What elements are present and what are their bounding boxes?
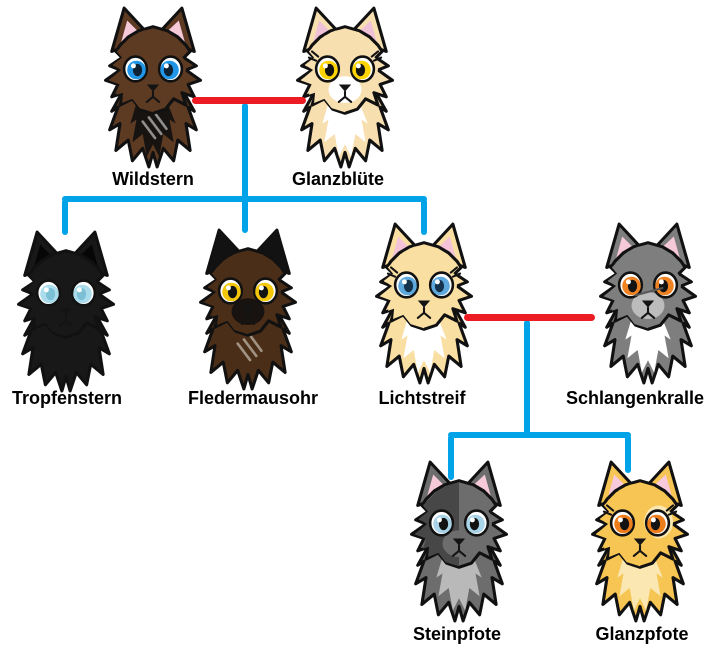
mouth [416, 306, 432, 319]
mate-line-lichtstreif-schlangenkralle [464, 314, 595, 321]
cat-name-glanzpfote: Glanzpfote [595, 624, 689, 644]
chest-tuft [625, 319, 671, 373]
cat-name-steinpfote: Steinpfote [413, 624, 501, 644]
mouth [451, 544, 467, 557]
nose [338, 84, 352, 92]
eye-highlight-right [163, 63, 169, 69]
nose [59, 308, 73, 316]
chest-tuft [322, 103, 368, 157]
cat-face-svg [410, 460, 508, 623]
descent-drop-steinpfote [448, 435, 454, 480]
cat-face-svg [591, 460, 689, 623]
eyelashes [386, 266, 462, 278]
scratch-marks [141, 112, 168, 140]
eye-highlight-left [130, 63, 136, 69]
cat-portrait-steinpfote [397, 458, 521, 628]
scratch-marks [236, 334, 263, 362]
mouth [640, 306, 656, 319]
cat-name-schlangenkralle: Schlangenkralle [565, 388, 705, 408]
eye-highlight-left [322, 63, 328, 69]
nose [633, 538, 647, 546]
eyelashes [307, 50, 383, 62]
eyelashes [602, 504, 678, 516]
cat-portrait-lichtstreif [362, 220, 486, 390]
eye-highlight-left [43, 287, 49, 293]
cat-portrait-tropfenstern [4, 228, 128, 398]
nose [641, 300, 655, 308]
cat-face-svg [599, 222, 697, 385]
eye-highlight-left [625, 279, 631, 285]
cat-face-svg [199, 228, 297, 391]
chest-tuft [401, 319, 447, 373]
descent-stem-family2 [524, 320, 530, 436]
cat-portrait-wildstern [91, 4, 215, 174]
cat-name-tropfenstern: Tropfenstern [11, 388, 122, 408]
cat-portrait-fledermausohr [186, 226, 310, 396]
eye-highlight-right [434, 279, 440, 285]
chest-tuft [436, 557, 482, 611]
cat-name-fledermausohr: Fledermausohr [187, 388, 319, 408]
cat-face-svg [104, 6, 202, 169]
eye-highlight-right [355, 63, 361, 69]
chest-tuft [225, 325, 271, 379]
eye-highlight-right [658, 279, 664, 285]
nose [417, 300, 431, 308]
eye-highlight-right [76, 287, 82, 293]
eye-highlight-left [617, 517, 623, 523]
cat-name-glanzbluete: Glanzblüte [291, 169, 384, 189]
descent-drop-glanzpfote [625, 435, 631, 473]
eye-highlight-right [469, 517, 475, 523]
chest-tuft [130, 103, 176, 157]
descent-drop-tropfenstern [62, 199, 68, 235]
eye-highlight-right [258, 285, 264, 291]
cat-portrait-glanzbluete [283, 4, 407, 174]
eye-highlight-left [225, 285, 231, 291]
mate-line-wildstern-glanzbluete [192, 97, 306, 104]
cat-face-svg [296, 6, 394, 169]
nose [146, 84, 160, 92]
cat-face-svg [375, 222, 473, 385]
scar [634, 287, 664, 297]
nose [241, 306, 255, 314]
nose [452, 538, 466, 546]
cat-portrait-schlangenkralle [586, 220, 710, 390]
mouth [337, 90, 353, 103]
descent-stem-family1 [242, 103, 248, 233]
cat-face-svg [17, 230, 115, 393]
eye-highlight-right [650, 517, 656, 523]
eye-highlight-left [401, 279, 407, 285]
mouth [632, 544, 648, 557]
mouth [145, 90, 161, 103]
descent-hline-family1 [62, 196, 427, 202]
cat-name-wildstern: Wildstern [112, 169, 194, 189]
mouth [58, 314, 74, 327]
chest-tuft [43, 327, 89, 381]
chest-tuft [617, 557, 663, 611]
cat-portrait-glanzpfote [578, 458, 702, 628]
eye-highlight-left [436, 517, 442, 523]
mouth [240, 312, 256, 325]
descent-drop-lichtstreif [421, 199, 427, 235]
descent-hline-family2 [448, 432, 631, 438]
cat-name-lichtstreif: Lichtstreif [378, 388, 466, 408]
